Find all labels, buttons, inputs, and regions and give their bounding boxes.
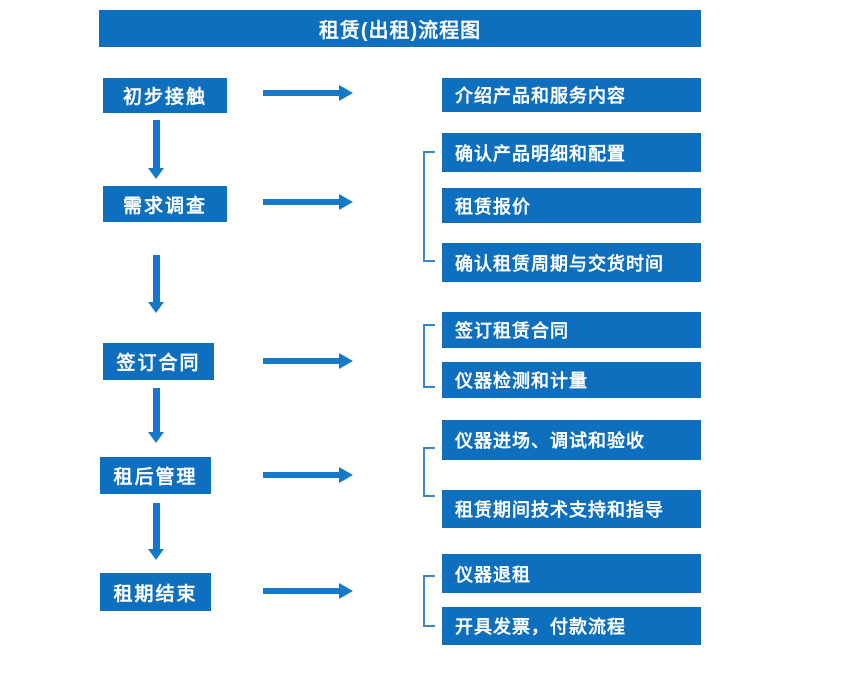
arrow-down-icon <box>148 120 165 179</box>
arrow-right-icon <box>263 85 353 101</box>
arrow-down-icon <box>148 503 165 560</box>
arrow-shaft <box>263 90 340 96</box>
arrow-shaft <box>263 358 340 364</box>
arrow-head <box>339 194 353 210</box>
arrow-shaft <box>153 120 160 169</box>
arrow-shaft <box>263 199 340 205</box>
detail-box: 仪器退租 <box>442 554 701 593</box>
flowchart-title: 租赁(出租)流程图 <box>99 10 701 47</box>
bracket-icon <box>423 324 435 388</box>
arrow-shaft <box>153 255 160 303</box>
arrow-head <box>339 467 353 483</box>
step-box-sign-contract: 签订合同 <box>103 343 214 380</box>
step-box-rental-end: 租期结束 <box>100 573 211 611</box>
detail-box: 租赁报价 <box>442 188 701 223</box>
arrow-head <box>339 85 353 101</box>
arrow-shaft <box>153 503 160 550</box>
arrow-shaft <box>263 588 340 594</box>
arrow-head <box>148 432 164 443</box>
arrow-shaft <box>263 472 340 478</box>
step-box-post-rental-management: 租后管理 <box>100 457 211 494</box>
arrow-right-icon <box>263 583 353 599</box>
step-box-demand-survey: 需求调查 <box>103 186 227 222</box>
arrow-head <box>148 168 164 179</box>
arrow-head <box>339 583 353 599</box>
bracket-icon <box>423 575 435 627</box>
arrow-down-icon <box>148 255 165 313</box>
step-box-initial-contact: 初步接触 <box>103 78 227 113</box>
bracket-icon <box>423 151 435 262</box>
arrow-head <box>148 549 164 560</box>
detail-box: 确认租赁周期与交货时间 <box>442 243 701 282</box>
arrow-right-icon <box>263 467 353 483</box>
arrow-shaft <box>153 388 160 433</box>
bracket-icon <box>423 447 435 497</box>
arrow-right-icon <box>263 194 353 210</box>
arrow-right-icon <box>263 353 353 369</box>
detail-box: 仪器进场、调试和验收 <box>442 420 701 460</box>
detail-box: 介绍产品和服务内容 <box>442 78 701 112</box>
detail-box: 开具发票，付款流程 <box>442 607 701 645</box>
arrow-head <box>339 353 353 369</box>
arrow-head <box>148 302 164 313</box>
detail-box: 确认产品明细和配置 <box>442 133 701 172</box>
arrow-down-icon <box>148 388 165 443</box>
detail-box: 仪器检测和计量 <box>442 362 701 398</box>
detail-box: 租赁期间技术支持和指导 <box>442 490 701 528</box>
detail-box: 签订租赁合同 <box>442 312 701 348</box>
